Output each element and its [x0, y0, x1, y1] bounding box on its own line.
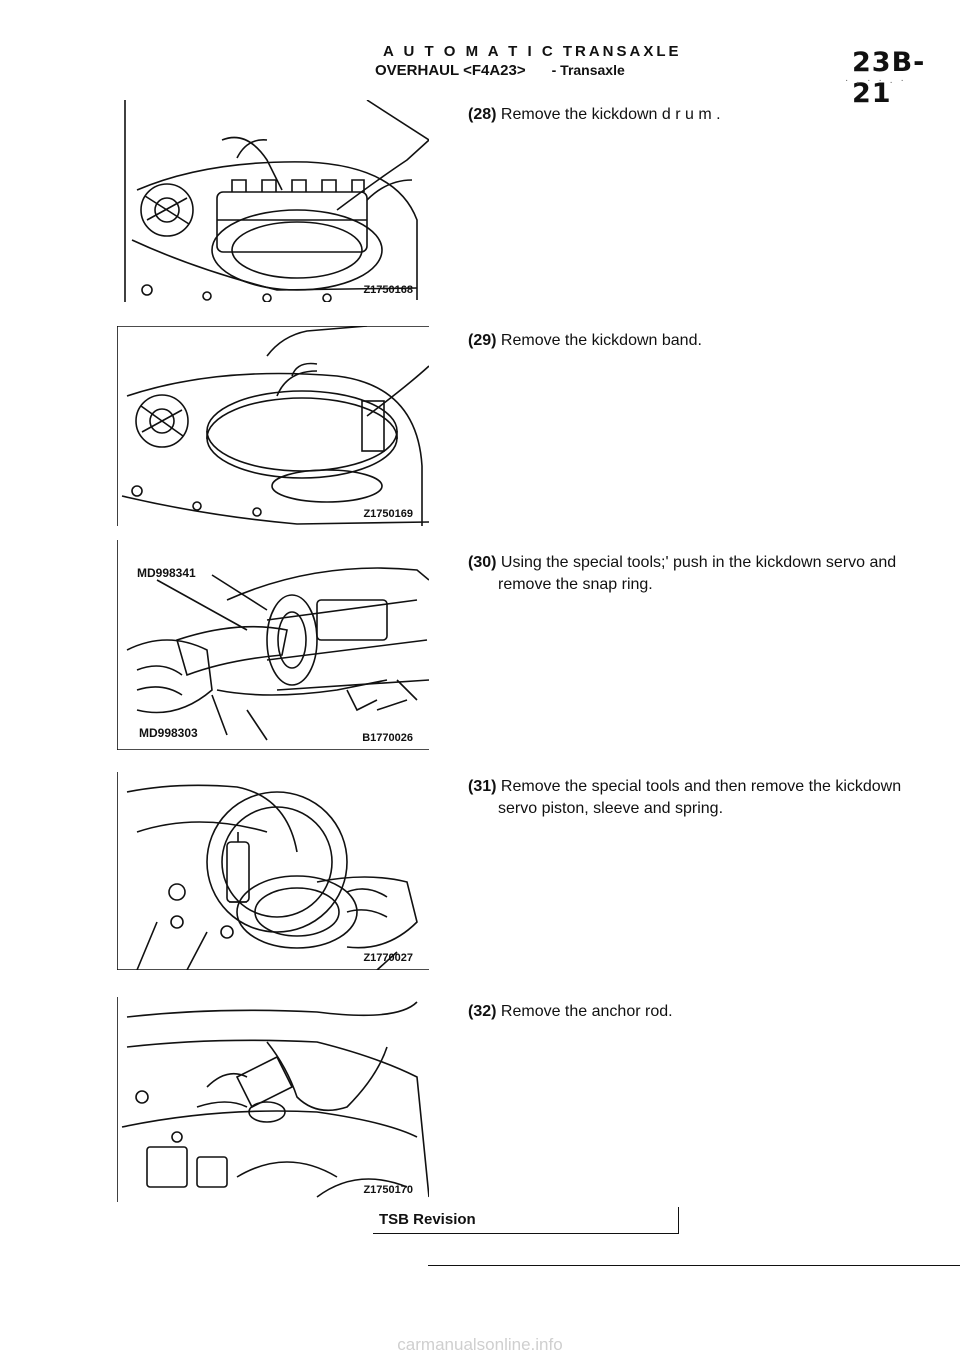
watermark-site: carmanualsonline.info [397, 1335, 563, 1354]
servo-piston-illustration [117, 772, 429, 970]
figure-kickdown-drum: Z1750168 [117, 100, 429, 302]
figure-code: Z1750169 [363, 508, 413, 520]
step-text: Remove the anchor rod. [500, 1003, 673, 1020]
figure-code: Z1750168 [363, 284, 413, 296]
tsb-revision-box: TSB Revision [373, 1207, 679, 1234]
tool-label: MD998303 [139, 726, 198, 740]
step-number: (31) [468, 778, 497, 795]
step-number: (28) [468, 106, 497, 123]
step-32: (32) Remove the anchor rod. [468, 1001, 673, 1023]
step-number: (30) [468, 554, 497, 571]
header-noise-dots: ·,··.· [845, 75, 912, 86]
figure-code: B1770026 [362, 732, 413, 744]
section-subtitle: OVERHAUL <F4A23> - Transaxle [375, 62, 625, 79]
figure-servo-piston: Z1770027 [117, 772, 429, 970]
transaxle-label: - Transaxle [551, 62, 625, 78]
step-28: (28) Remove the kickdown d r u m . [468, 104, 721, 126]
footer-divider [428, 1265, 960, 1266]
figure-code: Z1770027 [363, 952, 413, 964]
special-tools-illustration [117, 540, 429, 750]
figure-kickdown-band: Z1750169 [117, 326, 429, 526]
step-text-continued: remove the snap ring. [498, 576, 653, 593]
figure-anchor-rod: Z1750170 [117, 997, 429, 1202]
tsb-revision-label: TSB Revision [379, 1211, 476, 1228]
step-text: Remove the kickdown band. [500, 332, 702, 349]
step-30: (30) Using the special tools;' push in t… [468, 552, 896, 596]
tool-label: MD998341 [137, 566, 196, 580]
figure-code: Z1750170 [363, 1184, 413, 1196]
kickdown-drum-illustration [124, 100, 429, 302]
step-29: (29) Remove the kickdown band. [468, 330, 702, 352]
step-31: (31) Remove the special tools and then r… [468, 776, 901, 820]
step-number: (32) [468, 1003, 497, 1020]
kickdown-band-illustration [117, 326, 429, 526]
overhaul-label: OVERHAUL <F4A23> [375, 62, 526, 79]
page-number: 23B-21 [852, 47, 926, 109]
anchor-rod-illustration [117, 997, 429, 1202]
step-text: Using the special tools;' push in the ki… [500, 554, 897, 571]
step-text: Remove the kickdown d r u m . [500, 106, 721, 123]
figure-special-tools: MD998341 MD998303 B1770026 [117, 540, 429, 750]
section-title: A U T O M A T I C TRANSAXLE [383, 43, 682, 60]
step-number: (29) [468, 332, 497, 349]
step-text: Remove the special tools and then remove… [500, 778, 902, 795]
step-text-continued: servo piston, sleeve and spring. [498, 800, 724, 817]
